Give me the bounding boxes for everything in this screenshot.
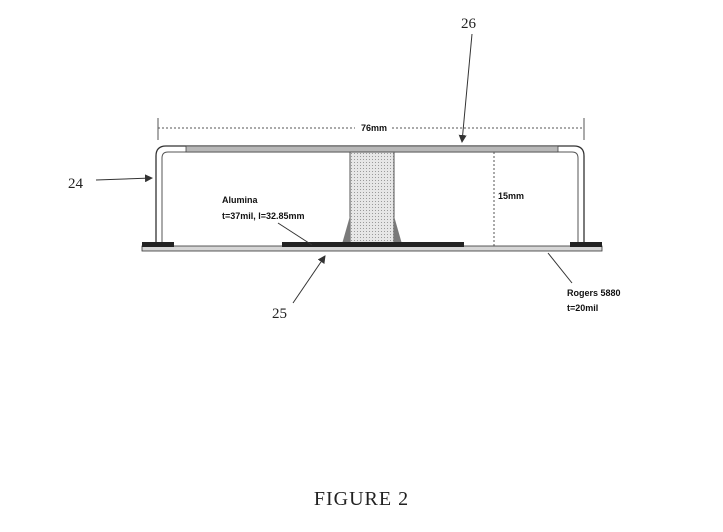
figure-caption: FIGURE 2 (313, 488, 410, 510)
alumina-leader (277, 222, 313, 246)
pad-right (570, 242, 602, 247)
ref-26-arrow (458, 33, 473, 143)
alumina-cylinder (349, 151, 395, 245)
height-label: 15mm (498, 191, 524, 201)
alumina-name-label: Alumina (222, 195, 258, 205)
substrate-leader (547, 252, 573, 284)
ref-26: 26 (461, 16, 477, 32)
ref-24-arrow (95, 174, 153, 183)
alumina-dims-label: t=37mil, l=32.85mm (222, 211, 305, 221)
ref-25: 25 (272, 306, 287, 322)
width-label: 76mm (361, 123, 387, 133)
top-plate (185, 145, 559, 153)
alumina-fillet-left (342, 216, 350, 244)
center-strip (282, 242, 464, 247)
alumina-fillet-right (394, 216, 402, 244)
ref-24: 24 (68, 176, 84, 192)
ref-25-arrow (292, 255, 326, 304)
pad-left (142, 242, 174, 247)
substrate-thickness-label: t=20mil (567, 303, 598, 313)
width-dimension (157, 118, 585, 140)
substrate-name-label: Rogers 5880 (567, 288, 621, 298)
